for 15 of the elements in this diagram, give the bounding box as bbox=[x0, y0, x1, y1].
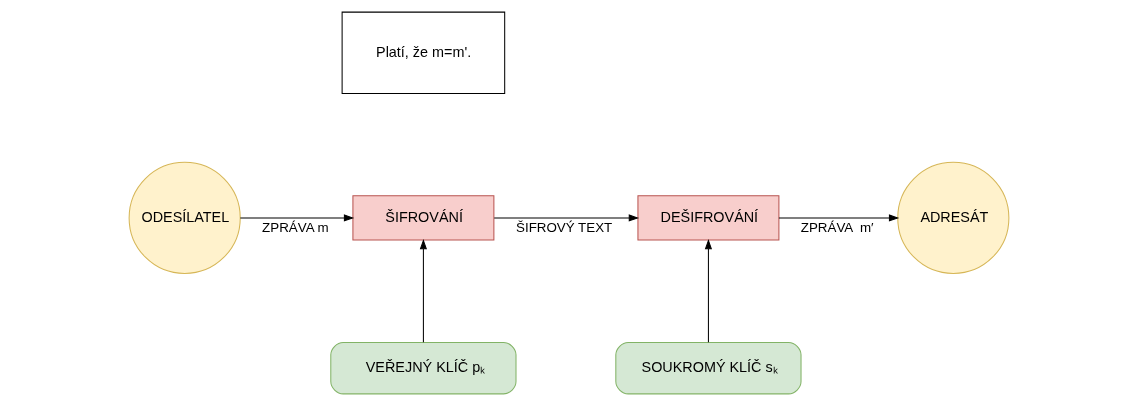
edge-label: ŠIFROVÝ TEXT bbox=[516, 219, 613, 235]
edge-label: ZPRÁVA m bbox=[262, 219, 329, 235]
arrow bbox=[419, 238, 427, 343]
arrow bbox=[778, 214, 900, 222]
node-box: Platí, že m=m'. bbox=[341, 11, 506, 94]
arrow bbox=[493, 214, 640, 222]
arrow bbox=[239, 214, 355, 222]
node-circle: ADRESÁT bbox=[897, 161, 1010, 274]
edge-label: ZPRÁVA m′ bbox=[800, 219, 874, 235]
node-circle: ODESÍLATEL bbox=[128, 161, 241, 274]
node-box: VEŘEJNÝ KLÍČ pₖ bbox=[330, 341, 517, 395]
node-box: ŠIFROVÁNÍ bbox=[352, 195, 495, 241]
node-box: SOUKROMÝ KLÍČ sₖ bbox=[615, 341, 802, 395]
node-box: DEŠIFROVÁNÍ bbox=[637, 195, 780, 241]
arrow bbox=[704, 238, 713, 343]
